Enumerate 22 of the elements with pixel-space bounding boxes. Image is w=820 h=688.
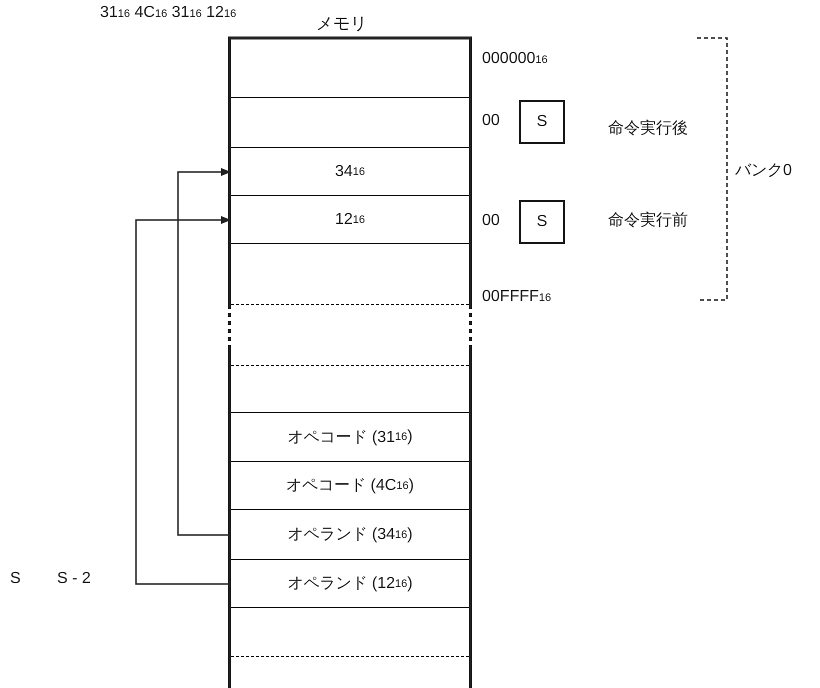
- empty-memory-cell: [231, 365, 469, 413]
- memory-cell: オペランド (3416): [231, 510, 469, 560]
- memory-cell: 3416: [231, 148, 469, 196]
- register-box: S: [519, 100, 565, 144]
- memory-heading: メモリ: [316, 13, 367, 35]
- memory-cell: 1216: [231, 196, 469, 244]
- address-label: 00: [482, 212, 500, 230]
- register-box: S: [519, 200, 565, 244]
- arrow: [177, 168, 231, 536]
- address-label: 00FFFF16: [482, 288, 552, 306]
- memory-cell: オペコード (3116): [231, 413, 469, 462]
- address-label: 00: [482, 112, 500, 130]
- note-label: 命令実行後: [608, 118, 688, 139]
- bank-label: バンク0: [735, 161, 792, 181]
- register-label: S - 2: [57, 570, 91, 588]
- register-label: S: [10, 570, 21, 588]
- memory-cell: オペランド (1216): [231, 560, 469, 608]
- address-label: 00000016: [482, 50, 548, 68]
- note-label: 命令実行前: [608, 210, 688, 231]
- arrow: [135, 216, 231, 585]
- opcode-sequence-label: 3116 4C16 3116 1216: [100, 4, 236, 22]
- memory-cell: オペコード (4C16): [231, 462, 469, 510]
